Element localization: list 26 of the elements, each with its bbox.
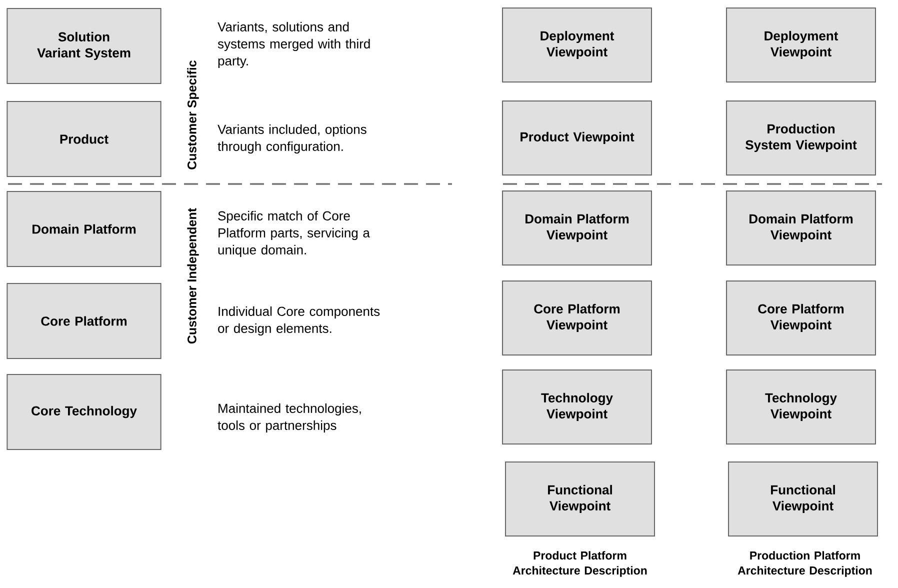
process-box: Deployment Viewpoint — [502, 8, 652, 82]
description-text: Variants, solutions and systems merged with third party. — [218, 22, 370, 68]
process-box: Deployment Viewpoint — [726, 8, 876, 82]
description-text: Specific match of Core Platform parts, servicing a unique domain. — [218, 210, 370, 258]
process-box: Domain Platform Viewpoint — [502, 190, 652, 266]
description-text: Individual Core components or design elements. — [218, 306, 380, 336]
description-text: Maintained technologies, tools or partnerships — [218, 403, 361, 433]
column-caption: Production Platform Architecture Description — [738, 551, 872, 577]
process-box: Solution Variant System — [6, 8, 162, 84]
process-box: Technology Viewpoint — [726, 370, 876, 444]
group-label: Customer Independent — [187, 208, 199, 344]
process-box: Core Technology — [6, 374, 162, 450]
process-box: Production System Viewpoint — [726, 100, 876, 176]
process-box: Core Platform Viewpoint — [502, 280, 652, 356]
column-caption: Product Platform Architecture Description — [512, 551, 647, 577]
process-box: Functional Viewpoint — [728, 462, 878, 536]
process-box: Core Platform — [6, 283, 162, 359]
process-box: Domain Platform Viewpoint — [726, 190, 876, 266]
process-box: Product — [6, 101, 162, 177]
process-box: Product Viewpoint — [502, 100, 652, 176]
process-box: Technology Viewpoint — [502, 370, 652, 444]
process-box: Domain Platform — [6, 191, 162, 267]
description-text: Variants included, options through configuration. — [218, 124, 366, 154]
process-box: Core Platform Viewpoint — [726, 280, 876, 356]
process-box: Functional Viewpoint — [505, 462, 655, 536]
group-label: Customer Specific — [187, 60, 199, 170]
